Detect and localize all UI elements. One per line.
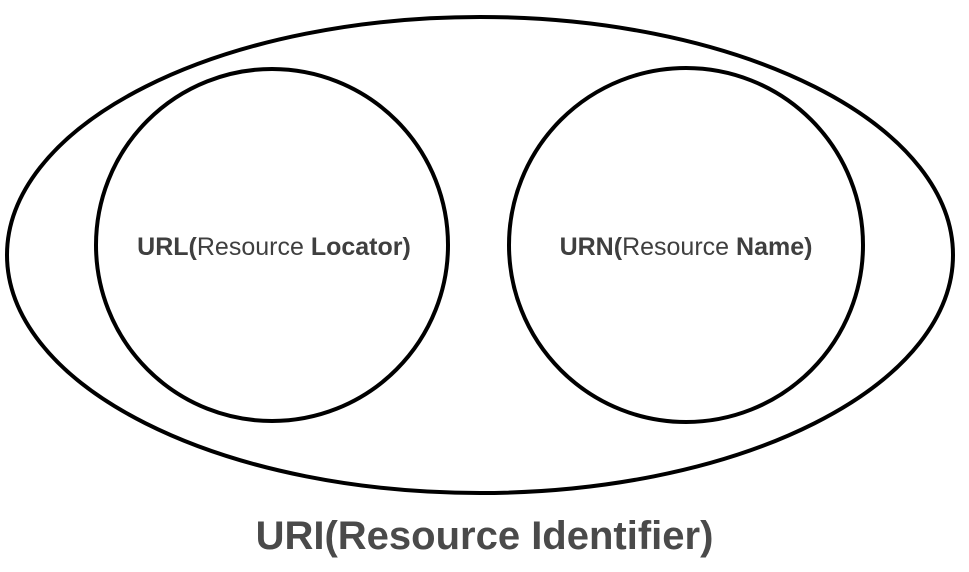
- url-label-prefix: URL(: [137, 233, 197, 261]
- url-label: URL(Resource Locator): [137, 233, 411, 261]
- urn-label-middle: Resource: [622, 233, 736, 261]
- uri-outer-ellipse: [5, 15, 955, 495]
- url-label-suffix: Locator): [311, 233, 411, 261]
- uri-caption: URI(Resource Identifier): [255, 514, 714, 558]
- urn-label-suffix: Name): [736, 233, 812, 261]
- urn-label-prefix: URN(: [560, 233, 623, 261]
- url-circle: [94, 67, 450, 423]
- url-label-middle: Resource: [197, 233, 311, 261]
- urn-label: URN(Resource Name): [560, 233, 813, 261]
- urn-circle: [507, 66, 865, 424]
